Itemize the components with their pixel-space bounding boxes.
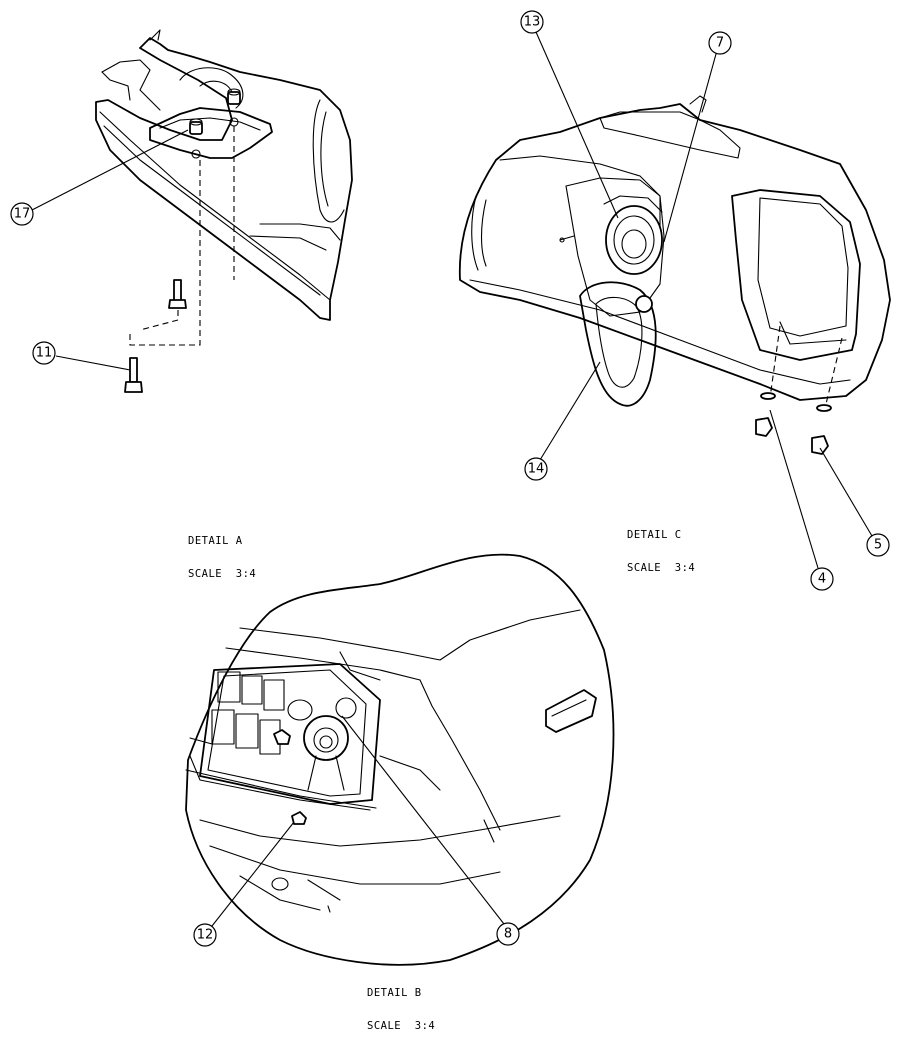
callout-4-label: 4 (818, 572, 826, 587)
callout-8: 8 (341, 715, 520, 946)
detail-c-title: DETAIL C (627, 529, 682, 541)
callout-14: 14 (524, 361, 601, 481)
detail-a-scale: SCALE 3:4 (188, 568, 257, 580)
callout-5: 5 (819, 447, 890, 557)
callout-17-label: 17 (14, 207, 31, 222)
callout-11: 11 (32, 341, 131, 371)
detail-a-title: DETAIL A (188, 535, 243, 547)
callout-13-label: 13 (524, 15, 541, 30)
detail-b-title: DETAIL B (367, 987, 422, 999)
detail-b-drawing (185, 553, 615, 966)
callout-13: 13 (520, 10, 619, 219)
detail-b-scale: SCALE 3:4 (367, 1020, 436, 1032)
callout-11-label: 11 (36, 346, 53, 361)
callout-17: 17 (10, 129, 189, 226)
detail-a-caption: DETAIL A SCALE 3:4 (188, 514, 256, 591)
detail-b-caption: DETAIL B SCALE 3:4 (367, 966, 435, 1043)
callout-7: 7 (663, 31, 732, 243)
parts-diagram: 17 11 13 7 14 5 4 12 8 (10, 10, 891, 966)
callout-4: 4 (769, 409, 834, 591)
callout-8-label: 8 (504, 927, 512, 942)
detail-c-drawing (458, 95, 891, 455)
detail-a-drawing (95, 29, 353, 393)
detail-c-scale: SCALE 3:4 (627, 562, 696, 574)
detail-c-caption: DETAIL C SCALE 3:4 (627, 508, 695, 585)
callout-14-label: 14 (528, 462, 545, 477)
callout-12: 12 (193, 821, 295, 947)
callout-12-label: 12 (197, 928, 214, 943)
callout-5-label: 5 (874, 538, 882, 553)
callout-7-label: 7 (716, 36, 724, 51)
